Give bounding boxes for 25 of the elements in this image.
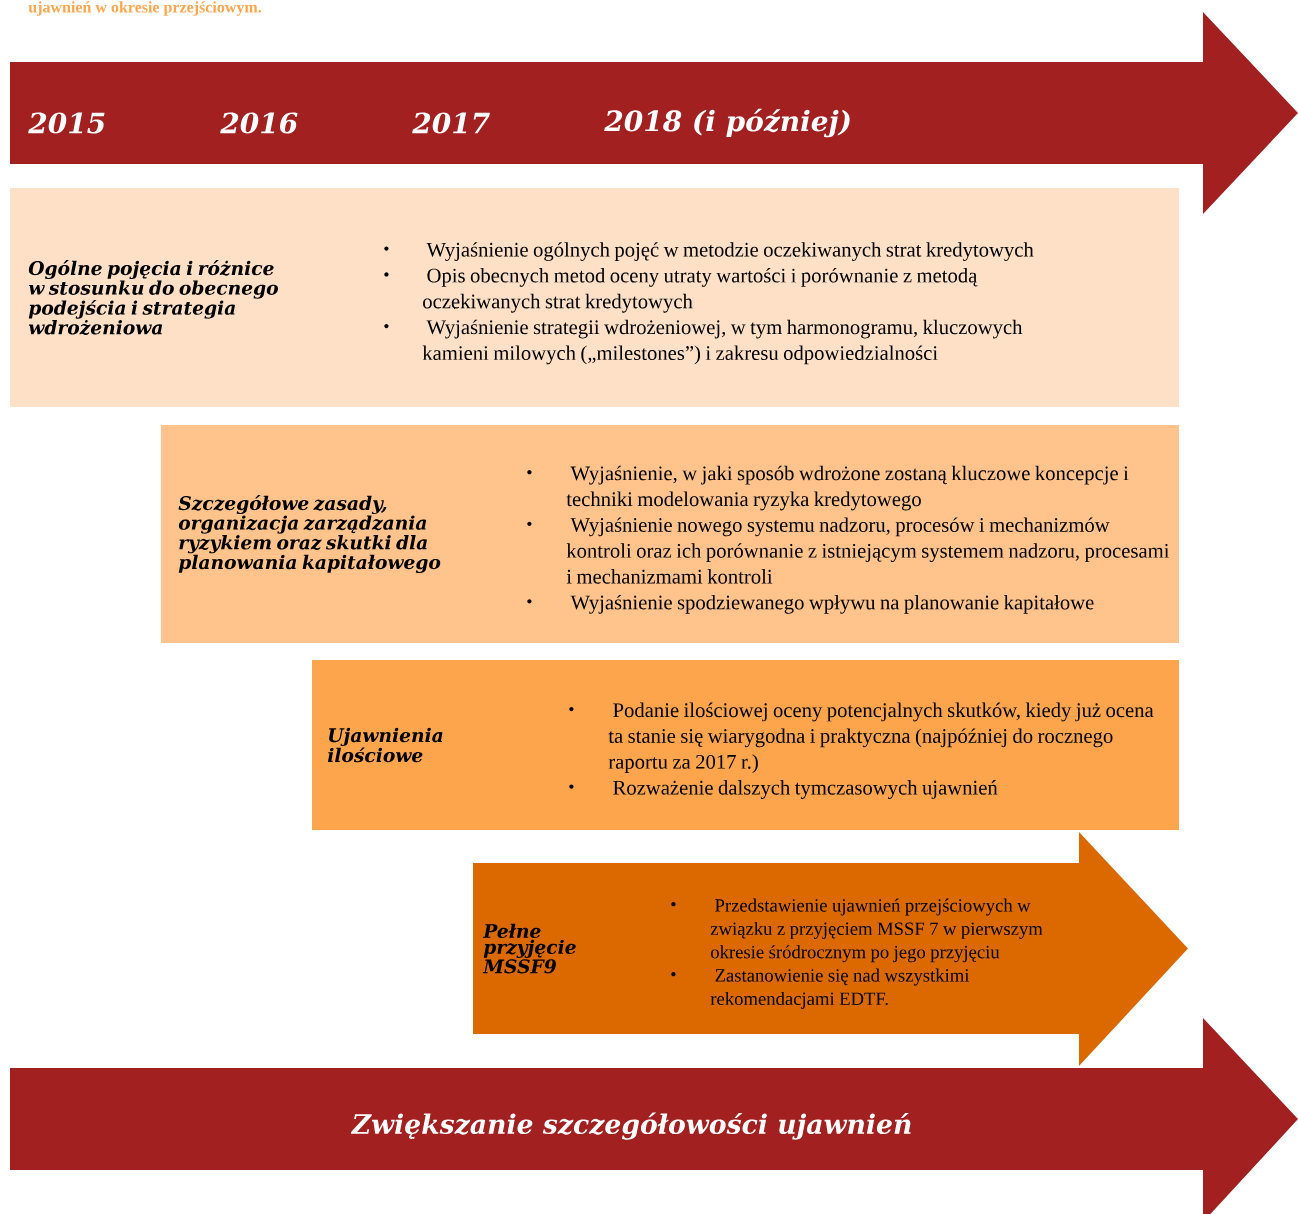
stage-box: [312, 660, 1179, 830]
bullet-item: Wyjaśnienie spodziewanego wpływu na planowanie kapitałowe: [570, 594, 1094, 614]
bullet-item: Przedstawienie ujawnień przejściowych w związku z przyjęciem MSSF 7 w pierwszym okresie śródrocznym po jego przyjęciu: [710, 898, 1043, 963]
bullet-item: Podanie ilościowej oceny potencjalnych skutków, kiedy już ocena ta stanie się wiarygodna i praktyczna (najpóźniej do rocznego raportu za 2017 r.): [608, 702, 1154, 773]
bullet-item: Wyjaśnienie strategii wdrożeniowej, w tym harmonogramu, kluczowych kamieni milowych („milestones”) i zakresu odpowiedzialności: [422, 319, 1023, 365]
bullet-item: Zastanowienie się nad wszystkimi rekomendacjami EDTF.: [710, 968, 970, 1009]
stage-heading: Ujawnienia ilościowe: [327, 727, 443, 763]
stage-box: [10, 188, 1179, 407]
bullet-item: Wyjaśnienie nowego systemu nadzoru, procesów i mechanizmów kontroli oraz ich porównanie z istniejącym systemem nadzoru, procesami i mechanizmami kontroli: [566, 517, 1170, 584]
bullet-item: Rozważenie dalszych tymczasowych ujawnień: [613, 780, 998, 799]
year-label: 2017: [412, 112, 490, 134]
year-label: 2018 (i później): [604, 108, 850, 138]
year-label: 2015: [28, 112, 105, 134]
progress-arrow: [10, 1018, 1298, 1214]
bullet-item: Wyjaśnienie, w jaki sposób wdrożone zostaną kluczowe koncepcje i techniki modelowania ryzyka kredytowego: [566, 465, 1129, 511]
arrow-caption: Zwiększanie szczegółowości ujawnień: [350, 1112, 911, 1140]
stage-heading: Pełne przyjęcie MSSF9: [482, 923, 576, 974]
stage-banner: [473, 832, 1188, 1066]
title: ujawnień w okresie przejściowym.: [28, 1, 261, 16]
stage-box: [161, 425, 1179, 643]
stage-heading: Ogólne pojęcia i różnice w stosunku do obecnego podejścia i strategia wdrożeniowa: [28, 260, 278, 335]
bullet-item: Opis obecnych metod oceny utraty wartości i porównanie z metodą oczekiwanych strat kredytowych: [423, 268, 978, 313]
stage-heading: Szczegółowe zasady, organizacja zarządzania ryzykiem oraz skutki dla planowania kapitałowego: [178, 494, 441, 574]
bullet-item: Wyjaśnienie ogólnych pojęć w metodzie oczekiwanych strat kredytowych: [426, 242, 1034, 261]
year-label: 2016: [220, 112, 298, 134]
